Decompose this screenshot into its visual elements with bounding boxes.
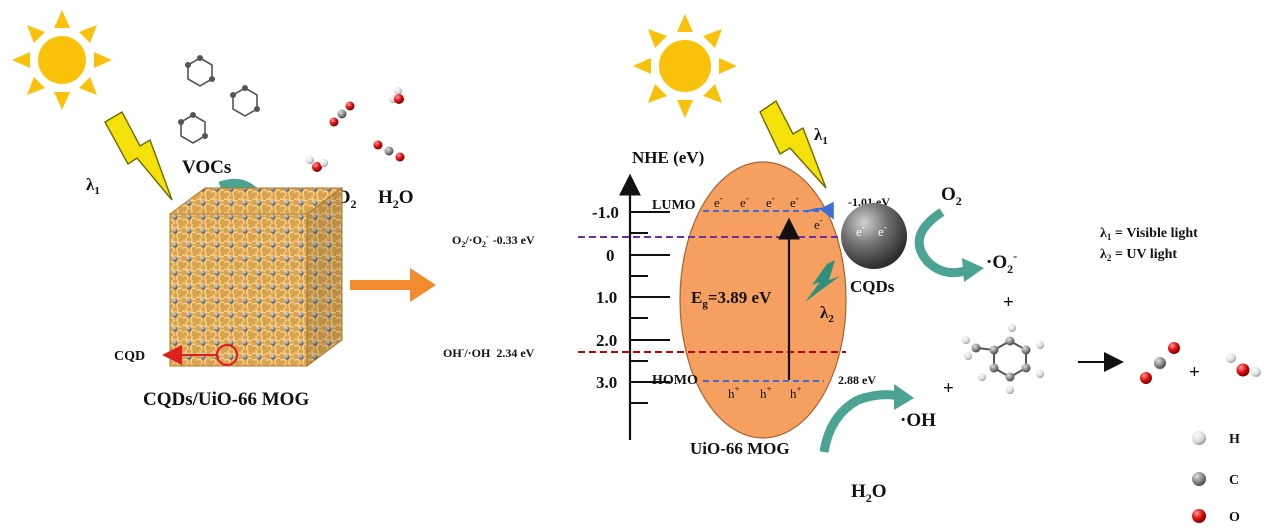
o2-couple-label: O2/·O2--0.33 eV xyxy=(452,232,535,249)
co2-molecule-icon xyxy=(373,140,405,162)
mog-cube xyxy=(168,187,344,367)
plus-sign: + xyxy=(1003,292,1014,313)
plus-sign: + xyxy=(943,378,954,399)
o2-label: O2 xyxy=(941,184,962,208)
h2o-molecule-icon xyxy=(306,156,328,172)
carbon-atom-icon xyxy=(1192,472,1206,486)
oxygen-atom-icon xyxy=(1192,509,1206,523)
cqd-highlight-circle xyxy=(215,343,239,367)
hydrogen-atom-icon xyxy=(1192,431,1206,445)
h2o-product-icon xyxy=(1226,353,1261,377)
co2-product-icon xyxy=(1140,342,1180,384)
holes: h+ h+ h+ xyxy=(728,384,802,401)
sun-icon xyxy=(633,14,737,118)
reactions: O2 ·O2- + + xyxy=(819,184,1261,505)
tick-label: 0 xyxy=(606,246,615,265)
h2o-reactant-label: H2O xyxy=(851,481,887,505)
lambda1-label: λ1 xyxy=(86,175,100,197)
svg-text:h+: h+ xyxy=(790,384,802,401)
legend-lambda1: λ1 = Visible light xyxy=(1100,226,1198,242)
h2o-molecule-icon xyxy=(389,87,404,104)
toluene-molecule-icon xyxy=(962,324,1044,394)
cqds-label: CQDs xyxy=(850,277,895,296)
electron-transfer-arrow xyxy=(805,201,834,220)
svg-text:h+: h+ xyxy=(760,384,772,401)
electrons: e- e- e- e- e- xyxy=(714,193,823,232)
tick-label: -1.0 xyxy=(592,203,619,222)
tick-label: 2.0 xyxy=(596,331,617,350)
cqd-electron: e- xyxy=(856,222,865,239)
mog-band-ellipse xyxy=(679,161,847,439)
band-diagram: λ1 NHE (eV) -1.0 0 1.0 2.0 3.0 LUMO xyxy=(443,14,907,458)
lightning-icon xyxy=(759,99,827,189)
cqd-electron: e- xyxy=(878,222,887,239)
lambda2-label: λ2 xyxy=(820,303,834,325)
voc-molecule-icon xyxy=(180,57,258,144)
legend-atom-o: O xyxy=(1229,510,1240,525)
lumo-label: LUMO xyxy=(652,198,696,213)
svg-text:e-: e- xyxy=(814,215,823,232)
sun-icon xyxy=(12,10,112,110)
left-caption: CQDs/UiO-66 MOG xyxy=(143,389,309,410)
legend-atom-h: H xyxy=(1229,432,1240,447)
svg-text:e-: e- xyxy=(714,193,723,210)
h2o-oxidation-arrow xyxy=(819,390,901,453)
o2-reduction-arrow xyxy=(914,208,970,278)
co2-molecule-icon xyxy=(329,101,355,127)
oh-radical-label: ·OH xyxy=(900,410,936,431)
svg-text:e-: e- xyxy=(766,193,775,210)
h2o-label: H2O xyxy=(378,187,414,211)
legend-atom-c: C xyxy=(1229,473,1239,488)
axis-title: NHE (eV) xyxy=(632,148,704,167)
svg-text:e-: e- xyxy=(790,193,799,210)
mog-caption: UiO-66 MOG xyxy=(690,439,790,458)
lightning-icon xyxy=(104,111,173,201)
tick-label: 1.0 xyxy=(596,288,617,307)
legend: λ1 = Visible light λ2 = UV light H C O xyxy=(1100,226,1240,525)
svg-text:e-: e- xyxy=(740,193,749,210)
cqd-sphere xyxy=(841,203,907,269)
vocs-label: VOCs xyxy=(182,157,231,178)
plus-sign: + xyxy=(1189,362,1200,383)
superoxide-label: ·O2- xyxy=(986,249,1017,276)
tick-label: 3.0 xyxy=(596,373,617,392)
homo-value: 2.88 eV xyxy=(838,373,876,387)
uv-lightning-icon xyxy=(805,260,840,302)
cqd-label: CQD xyxy=(114,349,145,364)
legend-lambda2: λ2 = UV light xyxy=(1100,247,1177,263)
bandgap-label: Eg=3.89 eV xyxy=(691,288,772,310)
lambda1-label: λ1 xyxy=(814,125,828,147)
svg-text:h+: h+ xyxy=(728,384,740,401)
homo-label: HOMO xyxy=(652,373,698,388)
voc-atoms xyxy=(178,55,260,139)
axis-ticks xyxy=(630,211,670,404)
left-panel: λ1 VOCs xyxy=(12,10,436,410)
process-arrow xyxy=(350,268,436,302)
